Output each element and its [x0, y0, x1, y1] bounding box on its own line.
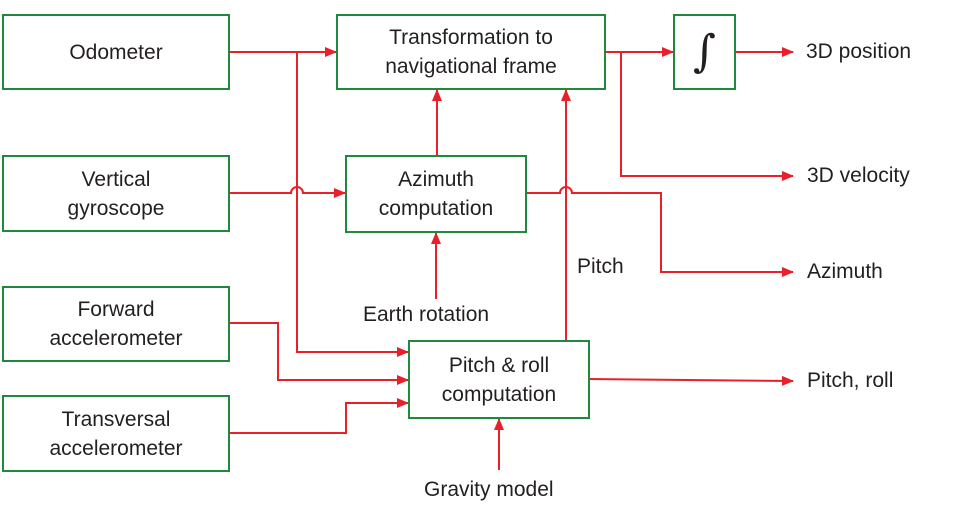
integrator-block: ∫ [673, 14, 736, 90]
integral-symbol: ∫ [693, 26, 716, 77]
transform-label-line2: navigational frame [385, 55, 557, 78]
azimuth-computation-block: Azimuth computation [345, 155, 527, 233]
arrow-to-3d-velocity [620, 52, 794, 181]
transform-label-line1: Transformation to [389, 26, 553, 49]
arrow-odometer-to-pitchroll [296, 52, 409, 357]
arrow-forward-to-pitchroll [229, 322, 409, 385]
earth-rotation-label: Earth rotation [363, 303, 490, 326]
odometer-label: Odometer [69, 40, 163, 64]
vertical-gyroscope-block: Vertical gyroscope [2, 155, 230, 232]
pitchroll-label-line2: computation [441, 382, 557, 406]
arrow-to-pitch-roll-output [588, 375, 794, 386]
arrow-to-azimuth-output [526, 186, 794, 277]
azimuth-label-line1: Azimuth [398, 168, 474, 191]
output-3d-velocity: 3D velocity [807, 164, 910, 187]
arrow-transversal-to-pitchroll [229, 398, 409, 434]
output-pitch-roll: Pitch, roll [807, 369, 894, 392]
gyro-label-line1: Vertical [81, 167, 151, 191]
transformation-block: Transformation to navigational frame [336, 14, 606, 90]
gravity-model-label: Gravity model [424, 478, 554, 501]
forward-label-line2: accelerometer [49, 327, 183, 350]
transversal-accelerometer-block: Transversal accelerometer [2, 395, 230, 472]
azimuth-label-line2: computation [378, 197, 494, 220]
transversal-label-line2: accelerometer [49, 436, 183, 460]
forward-label-line1: Forward [77, 298, 155, 321]
output-azimuth: Azimuth [807, 260, 883, 283]
output-3d-position: 3D position [806, 40, 912, 63]
odometer-block: Odometer [2, 14, 230, 90]
pitch-roll-computation-block: Pitch & roll computation [408, 340, 590, 419]
transversal-label-line1: Transversal [61, 407, 171, 431]
pitchroll-label-line1: Pitch & roll [448, 353, 550, 377]
arrow-gyro-to-azimuth [229, 186, 346, 198]
gyro-label-line2: gyroscope [67, 196, 165, 220]
forward-accelerometer-block: Forward accelerometer [2, 286, 230, 362]
pitch-signal-label: Pitch [577, 255, 624, 278]
